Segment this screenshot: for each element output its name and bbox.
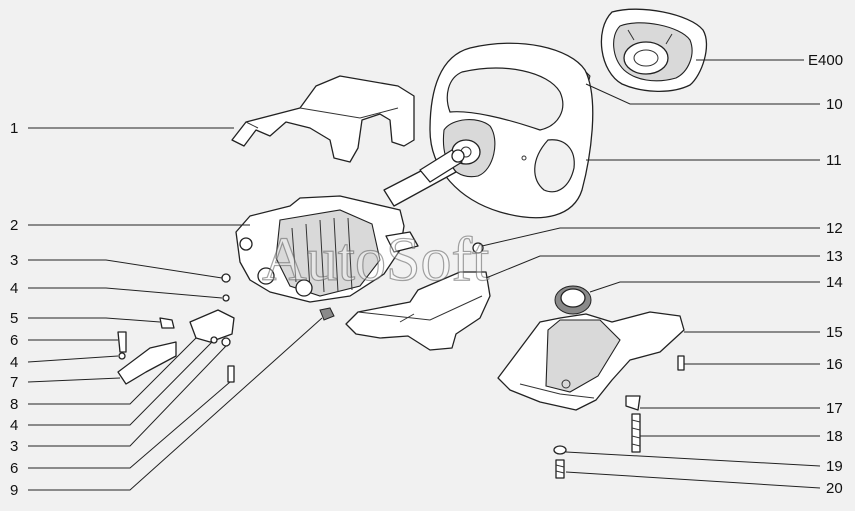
callout-14: 14	[826, 274, 843, 291]
callout-11: 11	[826, 152, 842, 169]
callout-2: 2	[10, 217, 18, 234]
nut-3-upper	[221, 273, 231, 283]
callouts-left: 1 2 3 4 5 6 4 7 8 3 4 6 9	[10, 120, 18, 499]
watermark: AutoSoft	[262, 226, 489, 294]
screw-20	[555, 459, 565, 479]
clip-17	[625, 395, 641, 411]
airbag-module	[600, 8, 708, 92]
callout-9: 9	[10, 482, 18, 499]
callout-e400: E400	[808, 52, 843, 69]
callout-20: 20	[826, 480, 843, 497]
lower-shroud	[345, 271, 491, 351]
callout-10: 10	[826, 96, 843, 113]
screw-16	[677, 355, 685, 371]
steering-column	[235, 149, 465, 303]
steering-wheel	[429, 42, 594, 219]
callout-15: 15	[826, 324, 843, 341]
callout-17: 17	[826, 400, 843, 417]
upper-shroud	[231, 75, 415, 163]
bolt-6-left	[117, 331, 127, 353]
callout-16: 16	[826, 356, 843, 373]
hardware	[117, 242, 685, 479]
callout-6-second: 6	[10, 460, 18, 477]
contact-ring	[554, 285, 592, 315]
callout-12: 12	[826, 220, 843, 237]
washer-4-mid	[210, 336, 218, 344]
callout-1: 1	[10, 120, 18, 137]
bolt-5	[159, 317, 175, 329]
leader-lines	[27, 59, 821, 491]
lower-cover	[497, 311, 685, 411]
nut-3-mid	[221, 337, 231, 347]
clip-12	[472, 242, 484, 254]
callout-8: 8	[10, 396, 18, 413]
callout-19: 19	[826, 458, 843, 475]
callout-3-second: 3	[10, 438, 18, 455]
callout-3: 3	[10, 252, 18, 269]
callout-4-second: 4	[10, 354, 18, 371]
callout-18: 18	[826, 428, 843, 445]
callout-4-third: 4	[10, 417, 18, 434]
callout-4: 4	[10, 280, 18, 297]
nut-9	[319, 307, 335, 321]
callout-13: 13	[826, 248, 843, 265]
bolt-6-lower	[227, 365, 235, 383]
washer-19	[553, 445, 567, 455]
callout-6: 6	[10, 332, 18, 349]
callout-7: 7	[10, 374, 18, 391]
callouts-right: E400 10 11 12 13 14 15 16 17 18 19 20	[808, 52, 843, 497]
callout-5: 5	[10, 310, 18, 327]
shaft-7	[117, 341, 177, 385]
washer-4-left	[118, 352, 126, 360]
washer-4-upper	[222, 294, 230, 302]
screw-18	[631, 413, 641, 453]
